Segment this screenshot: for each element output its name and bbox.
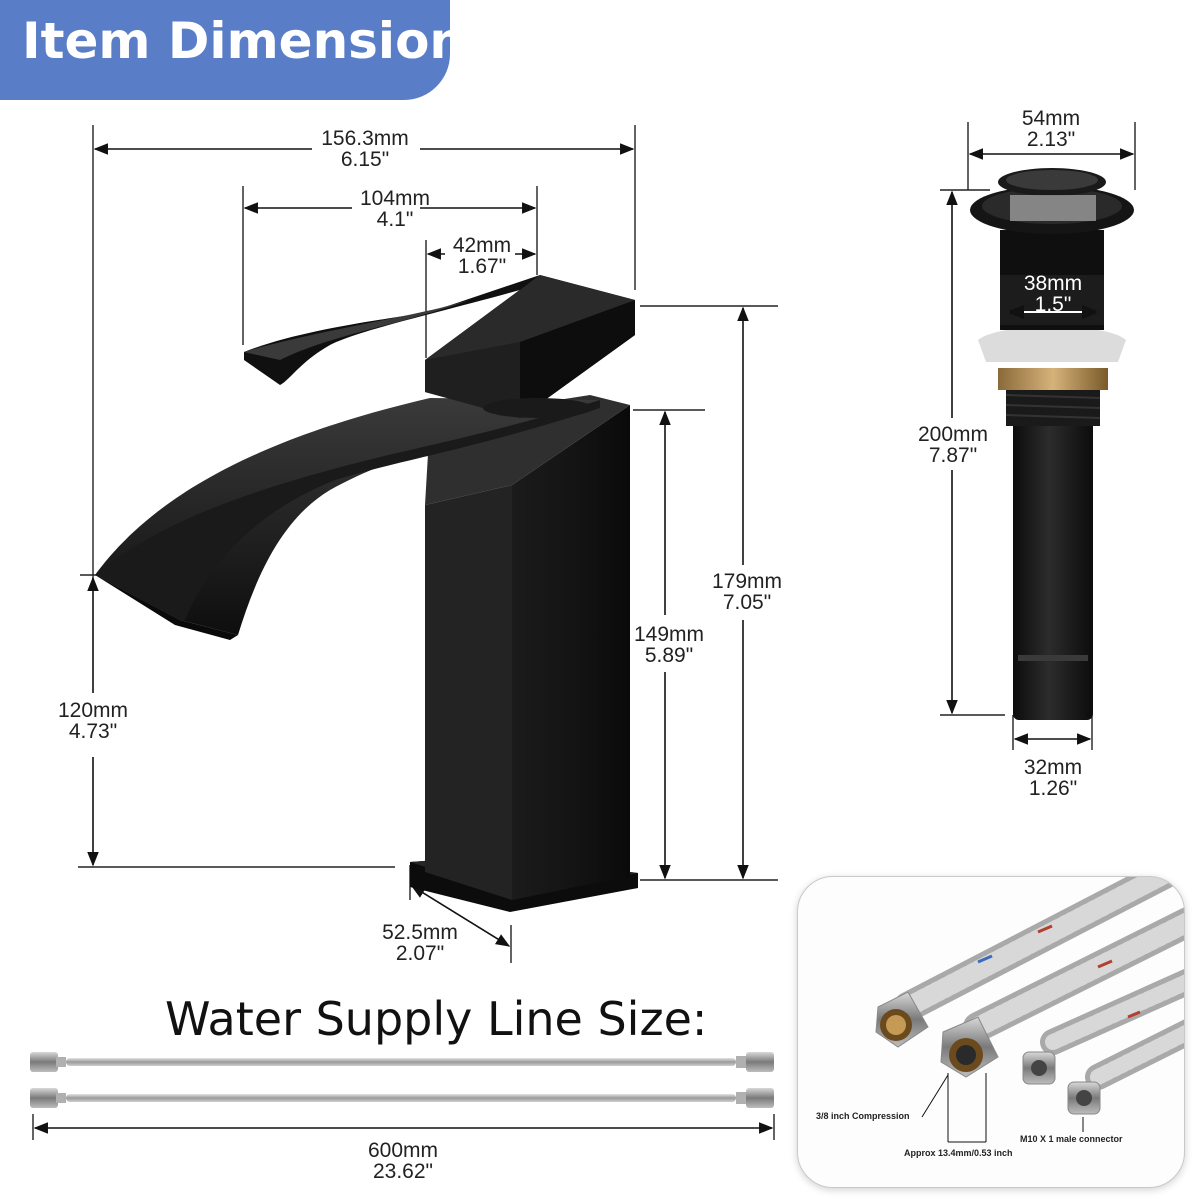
faucet-illustration — [95, 275, 638, 912]
hose-extension-lines — [32, 1114, 775, 1140]
supply-hose-illustration — [30, 1052, 774, 1108]
connector-illustration — [875, 877, 1184, 1143]
connector-inset: 3/8 inch Compression Approx 13.4mm/0.53 … — [797, 876, 1185, 1188]
connector-size-label: Approx 13.4mm/0.53 inch — [904, 1148, 1013, 1158]
supply-line-title: Water Supply Line Size: — [165, 992, 708, 1046]
banner-title: Item Dimensions — [22, 12, 495, 70]
title-banner: Item Dimensions — [0, 0, 495, 100]
faucet-extension-lines — [78, 125, 778, 963]
drain-dimension-arrows — [946, 148, 1135, 745]
drain-illustration — [970, 168, 1134, 720]
drain-extension-lines — [940, 122, 1136, 750]
male-connector-label: M10 X 1 male connector — [1020, 1134, 1123, 1144]
compression-label: 3/8 inch Compression — [816, 1111, 910, 1121]
faucet-dimension-arrows — [87, 143, 749, 947]
